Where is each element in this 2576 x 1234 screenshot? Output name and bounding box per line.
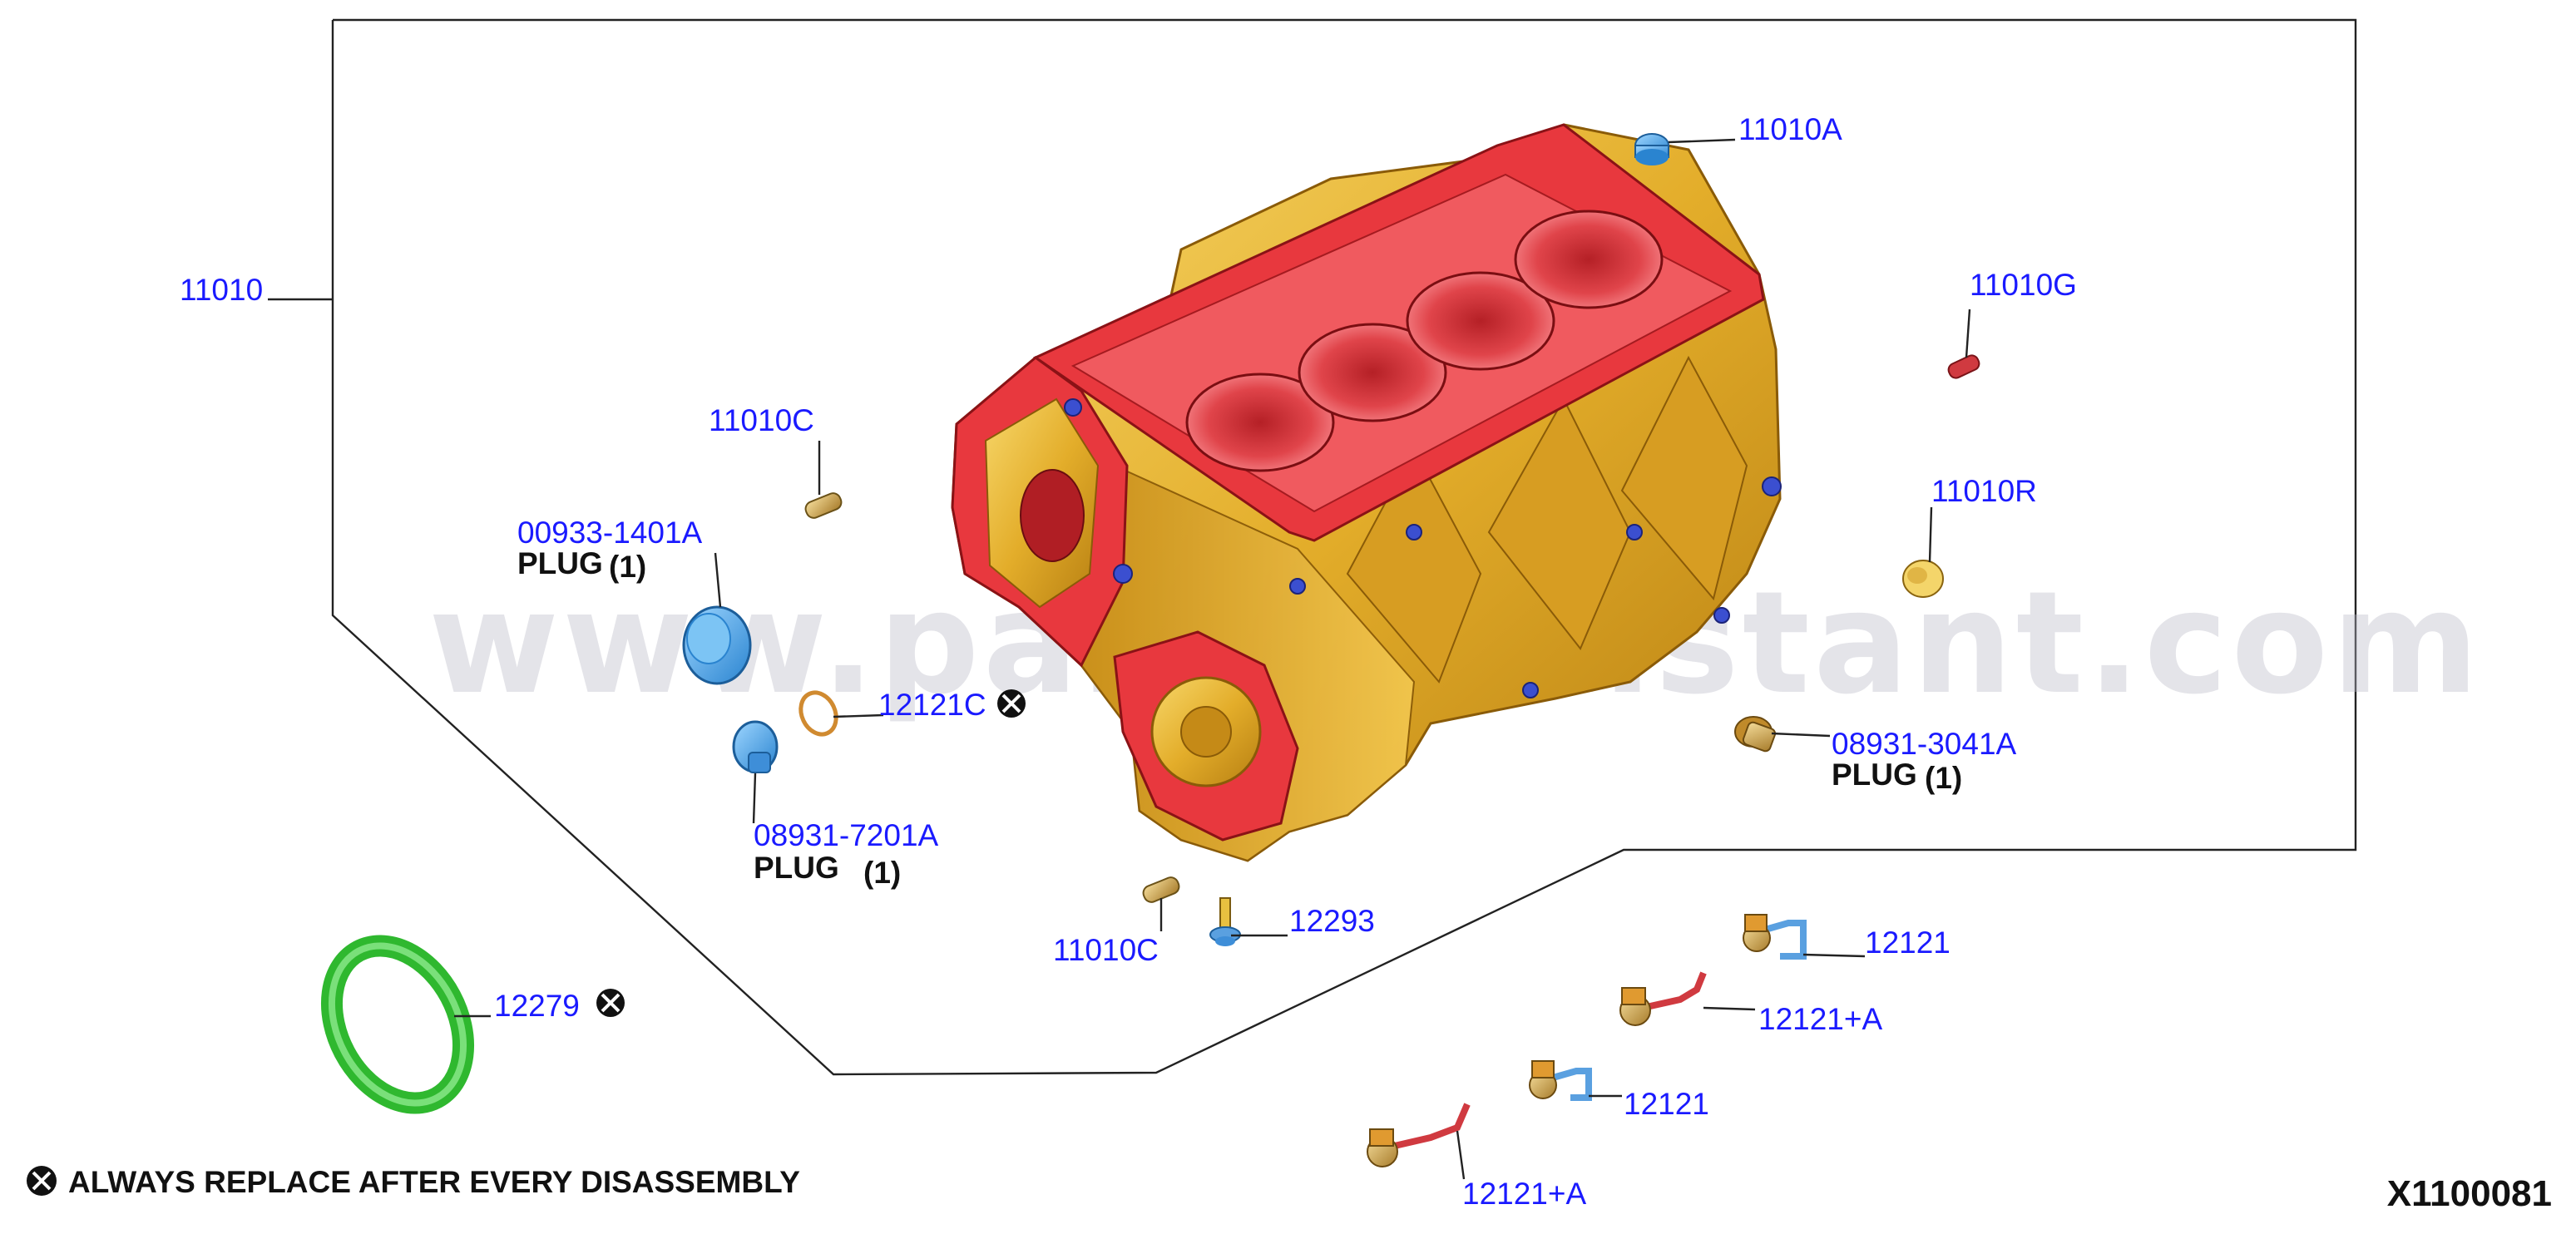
replace-mark-icon bbox=[27, 1166, 57, 1196]
callout-11010[interactable]: 11010 bbox=[180, 273, 263, 307]
replace-note: ALWAYS REPLACE AFTER EVERY DISASSEMBLY bbox=[68, 1165, 800, 1199]
callout-11010r[interactable]: 11010R bbox=[1931, 474, 2037, 508]
gasket-12121c-part[interactable] bbox=[794, 687, 843, 740]
callout-00933-1401a[interactable]: 00933-1401A bbox=[517, 516, 703, 550]
cylinder-bore bbox=[1185, 210, 1664, 472]
callout-12121-1[interactable]: 12121 bbox=[1865, 926, 1951, 960]
bolt-12293-part[interactable] bbox=[1209, 897, 1241, 946]
plug-qty-08931-3041: (1) bbox=[1925, 761, 1962, 795]
leader-lines bbox=[268, 138, 1971, 1180]
oil-seal-12279-part[interactable] bbox=[305, 923, 489, 1126]
callout-08931-7201a[interactable]: 08931-7201A bbox=[754, 818, 939, 852]
plug-11010r-part[interactable] bbox=[1902, 560, 1944, 598]
callout-12293[interactable]: 12293 bbox=[1289, 904, 1375, 938]
oil-jet-12121-part-2[interactable] bbox=[1529, 1060, 1592, 1101]
plug-11010a-part[interactable] bbox=[1634, 133, 1669, 165]
oil-jet-12121-part-1[interactable] bbox=[1743, 914, 1807, 960]
plug-label-08931-3041: PLUG bbox=[1832, 758, 1917, 792]
plug-qty-00933: (1) bbox=[609, 550, 646, 584]
plug-label-08931-7201: PLUG bbox=[754, 851, 839, 885]
replace-mark-icon bbox=[997, 689, 1026, 718]
cylinder-block[interactable] bbox=[951, 123, 1782, 862]
plug-00933-1401a-part[interactable] bbox=[682, 605, 752, 685]
plug-qty-08931-7201: (1) bbox=[863, 856, 901, 890]
oil-jet-12121a-part-1[interactable] bbox=[1619, 971, 1707, 1026]
oil-jet-12121a-part-2[interactable] bbox=[1367, 1103, 1471, 1167]
callout-11010c-upper[interactable]: 11010C bbox=[709, 403, 814, 437]
pin-11010c-upper-part[interactable] bbox=[803, 491, 843, 520]
callout-12121a-2[interactable]: 12121+A bbox=[1462, 1177, 1586, 1211]
callout-11010g[interactable]: 11010G bbox=[1970, 268, 2077, 302]
callout-08931-3041a[interactable]: 08931-3041A bbox=[1832, 727, 2017, 761]
callout-12121-2[interactable]: 12121 bbox=[1624, 1087, 1709, 1121]
figure-number: X1100081 bbox=[2387, 1173, 2552, 1214]
callout-11010c-lower[interactable]: 11010C bbox=[1053, 933, 1159, 967]
callout-12121a-1[interactable]: 12121+A bbox=[1758, 1002, 1882, 1036]
plug-08931-3041a-part[interactable] bbox=[1734, 716, 1777, 753]
callout-12279[interactable]: 12279 bbox=[494, 989, 580, 1023]
plug-label-00933: PLUG bbox=[517, 546, 603, 580]
assembly-outline bbox=[331, 18, 2357, 1076]
pin-11010g-part[interactable] bbox=[1946, 353, 1981, 380]
callout-12121c[interactable]: 12121C bbox=[878, 688, 986, 722]
callout-11010a[interactable]: 11010A bbox=[1738, 112, 1842, 146]
pin-11010c-lower-part[interactable] bbox=[1141, 875, 1181, 904]
replace-mark-icon bbox=[596, 989, 625, 1017]
plug-08931-7201a-part[interactable] bbox=[732, 720, 779, 773]
